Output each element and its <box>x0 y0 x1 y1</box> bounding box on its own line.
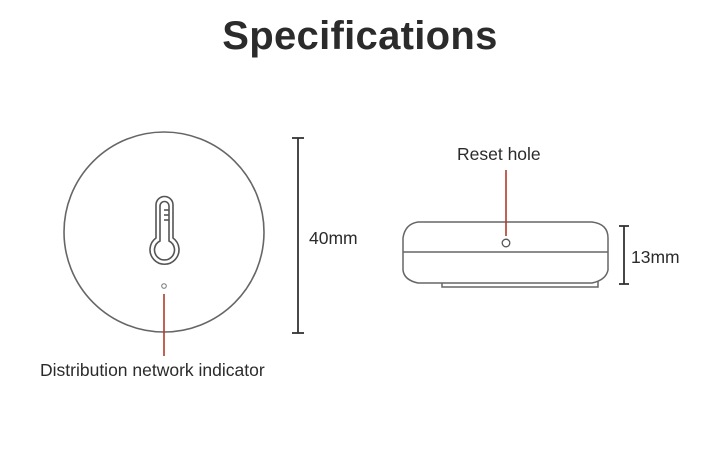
distribution-network-indicator-dot <box>161 283 167 289</box>
diameter-dimension-bar <box>292 137 304 334</box>
reset-hole-label: Reset hole <box>457 144 541 164</box>
indicator-label: Distribution network indicator <box>40 360 265 380</box>
diameter-label: 40mm <box>309 228 358 248</box>
page-title: Specifications <box>222 14 498 58</box>
sensor-side-outline <box>402 221 609 288</box>
height-dimension-bar <box>619 225 629 285</box>
reset-hole <box>501 238 511 248</box>
thermometer-icon <box>149 195 180 265</box>
height-label: 13mm <box>631 247 680 267</box>
